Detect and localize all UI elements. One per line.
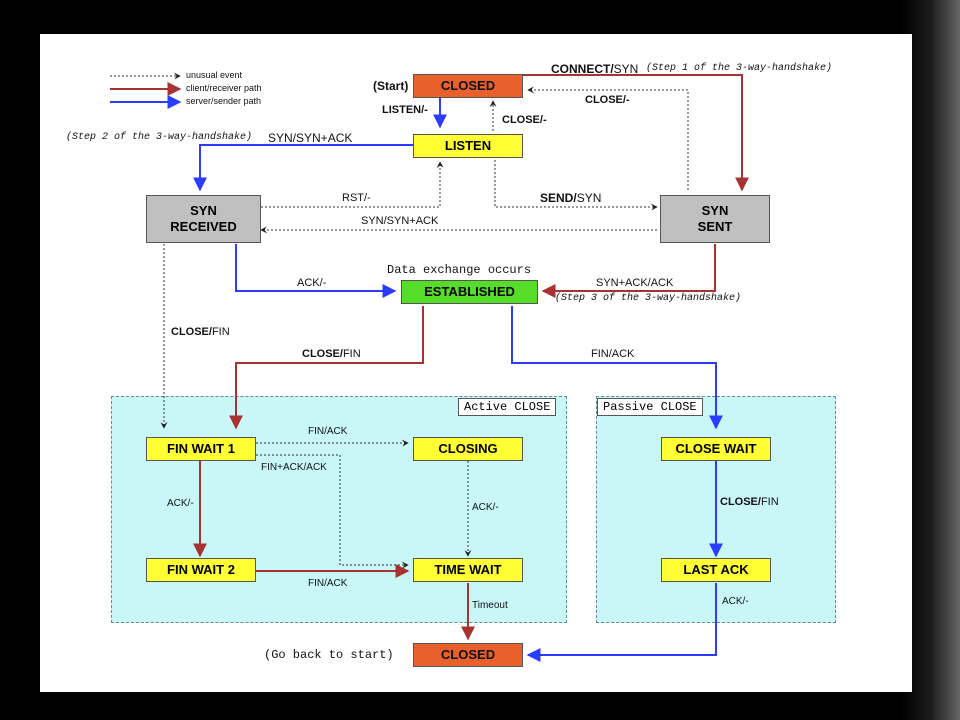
label-syn-synack: SYN/SYN+ACK [268,131,353,145]
state-time-wait: TIME WAIT [413,558,523,582]
label-close-fin-left: CLOSE/FIN [171,326,230,338]
legend-unusual: unusual event [186,70,243,80]
step3-note: (Step 3 of the 3-way-handshake) [555,293,742,304]
state-listen: LISTEN [413,134,523,158]
label-send-syn: SEND/SYN [540,191,602,205]
label-close-fin-cw: CLOSE/FIN [720,496,779,508]
go-back-note: (Go back to start) [264,648,394,662]
state-syn-sent: SYN SENT [660,195,770,243]
state-closed-top: CLOSED [413,74,523,98]
label-fin-ack-closing: FIN/ACK [308,426,348,437]
label-timeout: Timeout [472,600,508,611]
state-closing: CLOSING [413,437,523,461]
state-fin-wait-1: FIN WAIT 1 [146,437,256,461]
state-closed-bottom: CLOSED [413,643,523,667]
step2-note: (Step 2 of the 3-way-handshake) [66,132,253,143]
state-syn-received: SYN RECEIVED [146,195,261,243]
state-last-ack: LAST ACK [661,558,771,582]
label-fin-ack-right: FIN/ACK [591,348,635,360]
label-close-dash-right: CLOSE/- [585,94,630,106]
legend-server: server/sender path [186,96,262,106]
label-finack-ack: FIN+ACK/ACK [261,462,327,473]
start-note: (Start) [373,79,409,93]
label-ack-last: ACK/- [722,596,749,607]
step1-note: (Step 1 of the 3-way-handshake) [646,63,833,74]
diagram-slide: Active CLOSE Passive CLOSE [40,34,912,692]
state-close-wait: CLOSE WAIT [661,437,771,461]
transition-arrows [110,72,749,662]
active-close-region [111,396,567,623]
label-synack-ack: SYN+ACK/ACK [596,277,674,289]
label-ack-fw1: ACK/- [167,498,194,509]
label-ack-closing: ACK/- [472,502,499,513]
legend-client: client/receiver path [186,83,262,93]
state-fin-wait-2: FIN WAIT 2 [146,558,256,582]
label-rst: RST/- [342,192,371,204]
label-ack-established: ACK/- [297,277,327,289]
label-connect-syn: CONNECT/SYN [551,62,639,76]
label-close-listen: CLOSE/- [502,114,547,126]
label-listen: LISTEN/- [382,104,428,116]
label-fin-ack-fw2: FIN/ACK [308,578,348,589]
label-syn-synack-2: SYN/SYN+ACK [361,215,439,227]
legend-lines [110,72,182,109]
state-established: ESTABLISHED [401,280,538,304]
active-close-tag: Active CLOSE [458,398,557,416]
passive-close-tag: Passive CLOSE [597,398,703,416]
label-close-fin-mid: CLOSE/FIN [302,348,361,360]
data-exchange-note: Data exchange occurs [387,263,532,277]
